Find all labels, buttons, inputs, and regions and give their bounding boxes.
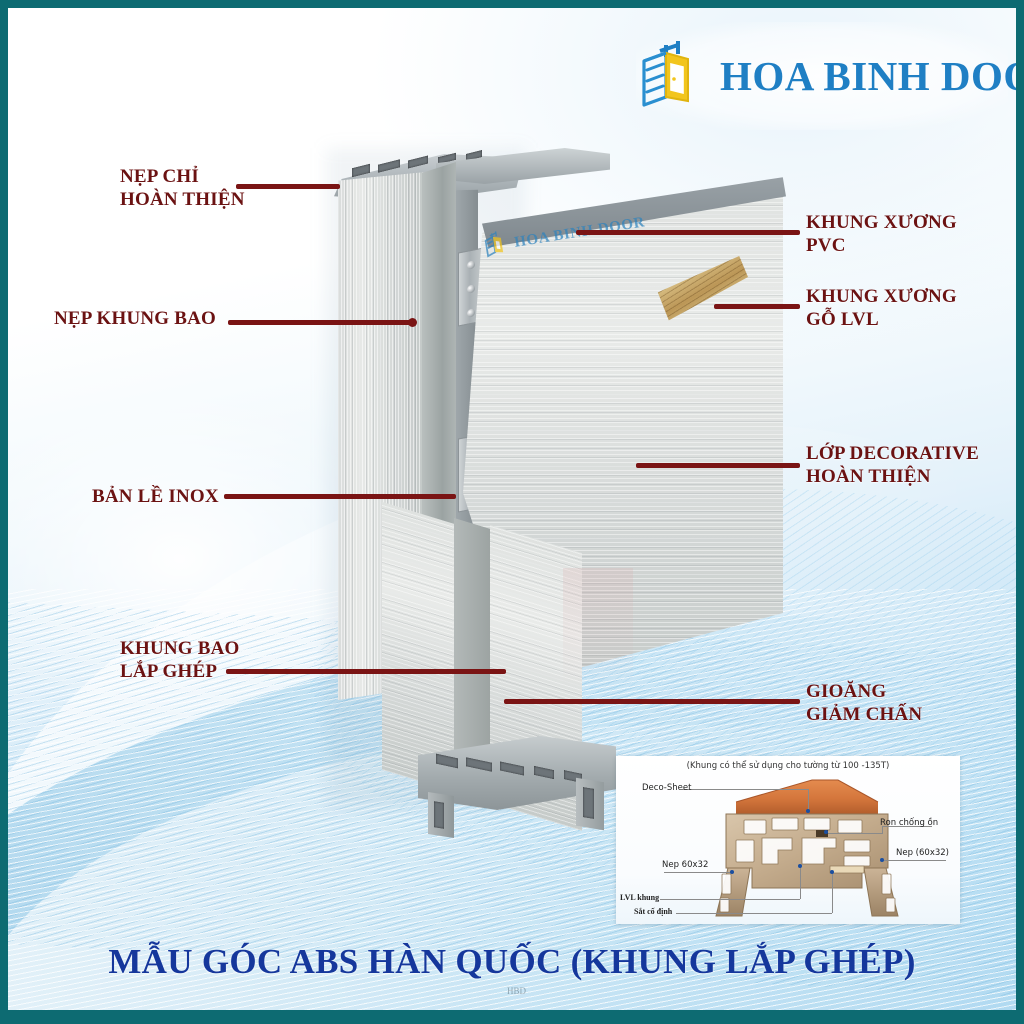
leg-cavity (583, 787, 594, 819)
inset-point-deco-sheet (806, 809, 810, 813)
leaf-watermark: HOA BINH DOOR (482, 207, 648, 263)
signature-watermark: HBD (506, 986, 526, 996)
callout-label-khung-xuong-go-lvl: KHUNG XƯƠNG GỖ LVL (806, 286, 957, 331)
inset-leader-sat-co-dinh (676, 913, 832, 914)
inset-label-nep-right: Nep (60x32) (896, 848, 949, 858)
inset-label-sat-co-dinh: Sắt cố định (634, 907, 673, 916)
callout-label-khung-xuong-pvc: KHUNG XƯƠNG PVC (806, 212, 957, 257)
product-photo: HOA BINH DOOR (308, 138, 808, 839)
callout-leader-khung-bao-lap-ghep (226, 669, 506, 674)
inset-leader-nep-left (664, 872, 734, 873)
inset-title: (Khung có thể sử dụng cho tường từ 100 -… (686, 761, 890, 771)
inset-leader-deco-sheet-v (808, 789, 809, 811)
callout-label-nep-khung-bao: NẸP KHUNG BAO (54, 308, 217, 329)
photo-reflection (563, 568, 633, 688)
callout-leader-ban-le-inox (224, 494, 456, 499)
callout-label-nep-chi-hoan-thien: NẸP CHỈ HOÀN THIỆN (120, 166, 245, 211)
inset-label-ron-chong-on: Ron chống ồn (880, 818, 939, 828)
callout-label-gioang-giam-chan: GIOĂNG GIẢM CHẤN (806, 681, 923, 726)
callout-leader-gioang-giam-chan (504, 699, 800, 704)
callout-leader-khung-xuong-go-lvl (714, 304, 800, 309)
inset-point-nep-right (880, 858, 884, 862)
sill-face-a (382, 502, 456, 793)
inset-leader-ron-chong-on (828, 833, 882, 834)
callout-leader-lop-decorative-hoan-thien (636, 463, 800, 468)
callout-leader-khung-xuong-pvc (576, 230, 800, 235)
inset-label-nep-left: Nep 60x32 (662, 860, 709, 870)
inset-leader-deco-sheet (682, 789, 808, 790)
inset-leader-sat-co-dinh-v (832, 872, 833, 913)
isometric-door-cube-icon (482, 229, 513, 264)
inset-leader-nep-right (884, 860, 946, 861)
callout-label-ban-le-inox: BẢN LỀ INOX (92, 486, 219, 507)
inset-label-lvl-khung: LVL khung (620, 893, 660, 902)
inset-point-ron-chong-on (824, 830, 828, 834)
inset-label-deco-sheet: Deco-Sheet (642, 783, 692, 793)
frame-cross-section-drawing (715, 779, 899, 917)
background-canvas: HOA BINH DOOR (8, 8, 1016, 1010)
inset-leader-ron-chong-on-2 (882, 826, 932, 827)
inset-point-lvl-khung (798, 864, 802, 868)
isometric-door-cube-icon (636, 37, 710, 116)
cross-section-inset: (Khung có thể sử dụng cho tường từ 100 -… (616, 756, 960, 924)
callout-label-khung-bao-lap-ghep: KHUNG BAO LẮP GHÉP (120, 638, 240, 683)
inset-leader-lvl-khung-v (800, 866, 801, 899)
inset-leader-ron-chong-on-v (882, 826, 883, 834)
inset-point-sat-co-dinh (830, 870, 834, 874)
brand-header: HOA BINH DOOR (636, 22, 1016, 130)
leg-cavity (434, 801, 444, 829)
inset-point-nep-left (730, 870, 734, 874)
callout-label-lop-decorative-hoan-thien: LỚP DECORATIVE HOÀN THIỆN (806, 443, 979, 488)
brand-name: HOA BINH DOOR (720, 53, 1016, 99)
callout-leader-nep-khung-bao (228, 320, 414, 325)
page-caption: MẪU GÓC ABS HÀN QUỐC (KHUNG LẮP GHÉP) (108, 942, 916, 981)
callout-leader-nep-chi-hoan-thien (236, 184, 340, 189)
callout-point-nep-khung-bao (408, 318, 417, 327)
inset-leader-lvl-khung (660, 899, 800, 900)
